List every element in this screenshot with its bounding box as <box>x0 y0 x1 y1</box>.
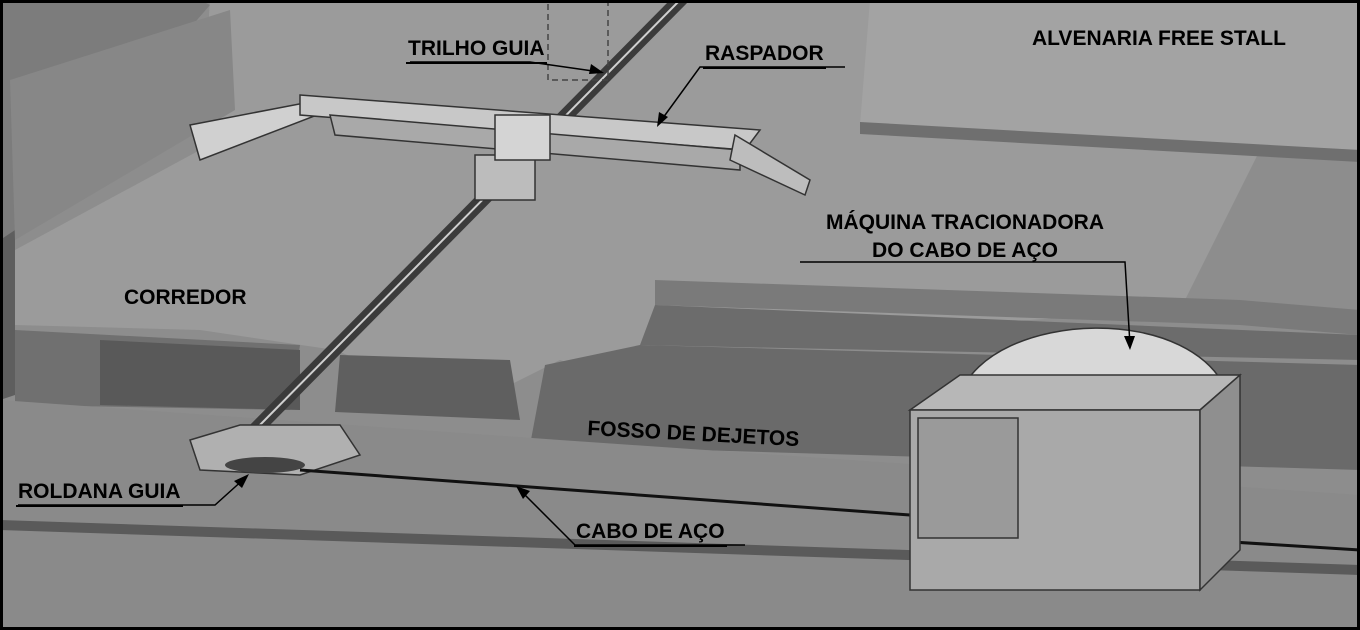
arrow-raspador <box>657 112 668 127</box>
pit-left <box>100 340 300 410</box>
leader-maquina <box>800 261 1131 346</box>
label-raspador: RASPADOR <box>703 43 826 69</box>
scraper-right-wing <box>729 133 811 197</box>
free-stall-edge <box>860 122 1360 162</box>
hidden-pillar-outline <box>547 0 609 81</box>
machine-door <box>917 417 1019 539</box>
label-corredor: CORREDOR <box>124 286 247 309</box>
arrow-roldana <box>234 474 249 488</box>
label-maquina-line1: MÁQUINA TRACIONADORA <box>825 211 1105 234</box>
machine-side <box>1199 373 1241 592</box>
machine-top <box>907 374 1242 411</box>
arrow-trilho-guia <box>589 64 604 74</box>
steel-cable <box>299 468 911 517</box>
pit-middle <box>335 355 520 420</box>
left-wall-face <box>0 230 15 400</box>
leader-arrowheads <box>234 64 1135 499</box>
scraper-center-block <box>474 154 536 201</box>
left-wall <box>10 10 235 240</box>
machine-platform-top <box>655 280 1360 335</box>
label-roldana-guia: ROLDANA GUIA <box>16 481 183 507</box>
scraper-carriage <box>494 114 551 161</box>
arrow-cabo <box>516 486 530 499</box>
guide-pulley-wheel <box>225 457 305 473</box>
label-maquina-line2: DO CABO DE AÇO <box>872 239 1058 262</box>
label-trilho-guia: TRILHO GUIA <box>406 38 547 64</box>
guide-rail-highlight <box>254 0 681 431</box>
free-stall-platform <box>860 0 1360 150</box>
label-alvenaria-free-stall: ALVENARIA FREE STALL <box>1032 27 1286 50</box>
arrow-maquina <box>1124 336 1135 350</box>
label-cabo-de-aco: CABO DE AÇO <box>574 521 727 547</box>
